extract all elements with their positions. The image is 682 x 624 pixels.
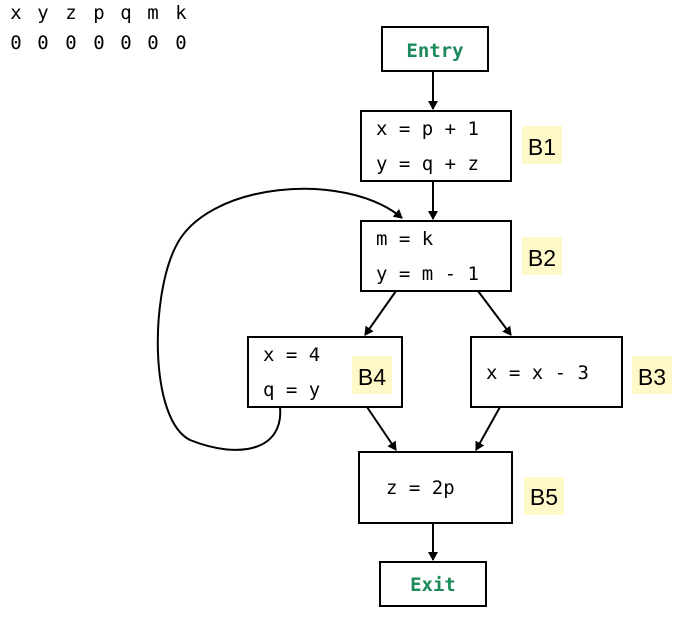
block-b3: x = x - 3 B3 — [470, 336, 672, 408]
bit-x: 0 — [10, 32, 21, 54]
var-y: y — [37, 2, 48, 24]
b5-line-1: z = 2p — [386, 477, 455, 499]
bit-m: 0 — [147, 32, 158, 54]
b2-line-2: y = m - 1 — [376, 263, 479, 285]
b4-line-1: x = 4 — [263, 344, 320, 366]
bit-p: 0 — [93, 32, 104, 54]
block-b1: x = p + 1 y = q + z B1 — [360, 110, 562, 182]
bit-z: 0 — [65, 32, 76, 54]
bit-q: 0 — [120, 32, 131, 54]
b5-tag-bg — [524, 477, 564, 515]
b1-line-1: x = p + 1 — [376, 118, 479, 140]
exit-label: Exit — [410, 574, 456, 596]
var-p: p — [93, 2, 104, 24]
b1-line-2: y = q + z — [376, 153, 479, 175]
block-b4: x = 4 q = y B4 — [247, 336, 403, 408]
b4-line-2: q = y — [263, 379, 320, 401]
block-b2: m = k y = m - 1 B2 — [360, 220, 562, 292]
entry-label: Entry — [406, 40, 463, 62]
b2-line-1: m = k — [376, 228, 434, 250]
edge-b4-b2-loop — [156, 187, 403, 451]
var-m: m — [147, 2, 158, 24]
edges — [156, 71, 512, 561]
b4-tag: B4 — [358, 364, 386, 390]
var-q: q — [120, 2, 131, 24]
b4-tag-bg — [352, 356, 392, 394]
edge-b2-b4 — [364, 290, 397, 336]
b1-tag-bg — [522, 126, 562, 164]
edge-b3-b5 — [475, 406, 501, 451]
b1-tag: B1 — [528, 134, 556, 160]
b5-tag: B5 — [530, 484, 558, 510]
bit-vector-table: x y z p q m k 0 0 0 0 0 0 0 — [10, 2, 187, 54]
bit-y: 0 — [37, 32, 48, 54]
entry-node: Entry — [381, 26, 489, 72]
var-x: x — [10, 2, 21, 24]
var-z: z — [65, 2, 76, 24]
b2-tag-bg — [522, 237, 562, 275]
exit-node: Exit — [379, 561, 487, 607]
block-b5: z = 2p B5 — [358, 451, 564, 524]
b3-tag: B3 — [638, 364, 666, 390]
bit-k: 0 — [175, 32, 186, 54]
var-k: k — [175, 2, 187, 24]
b3-tag-bg — [632, 356, 672, 394]
edge-b2-b3 — [477, 290, 512, 336]
b2-tag: B2 — [528, 245, 556, 271]
b3-line-1: x = x - 3 — [486, 362, 589, 384]
edge-b4-b5 — [366, 406, 397, 451]
